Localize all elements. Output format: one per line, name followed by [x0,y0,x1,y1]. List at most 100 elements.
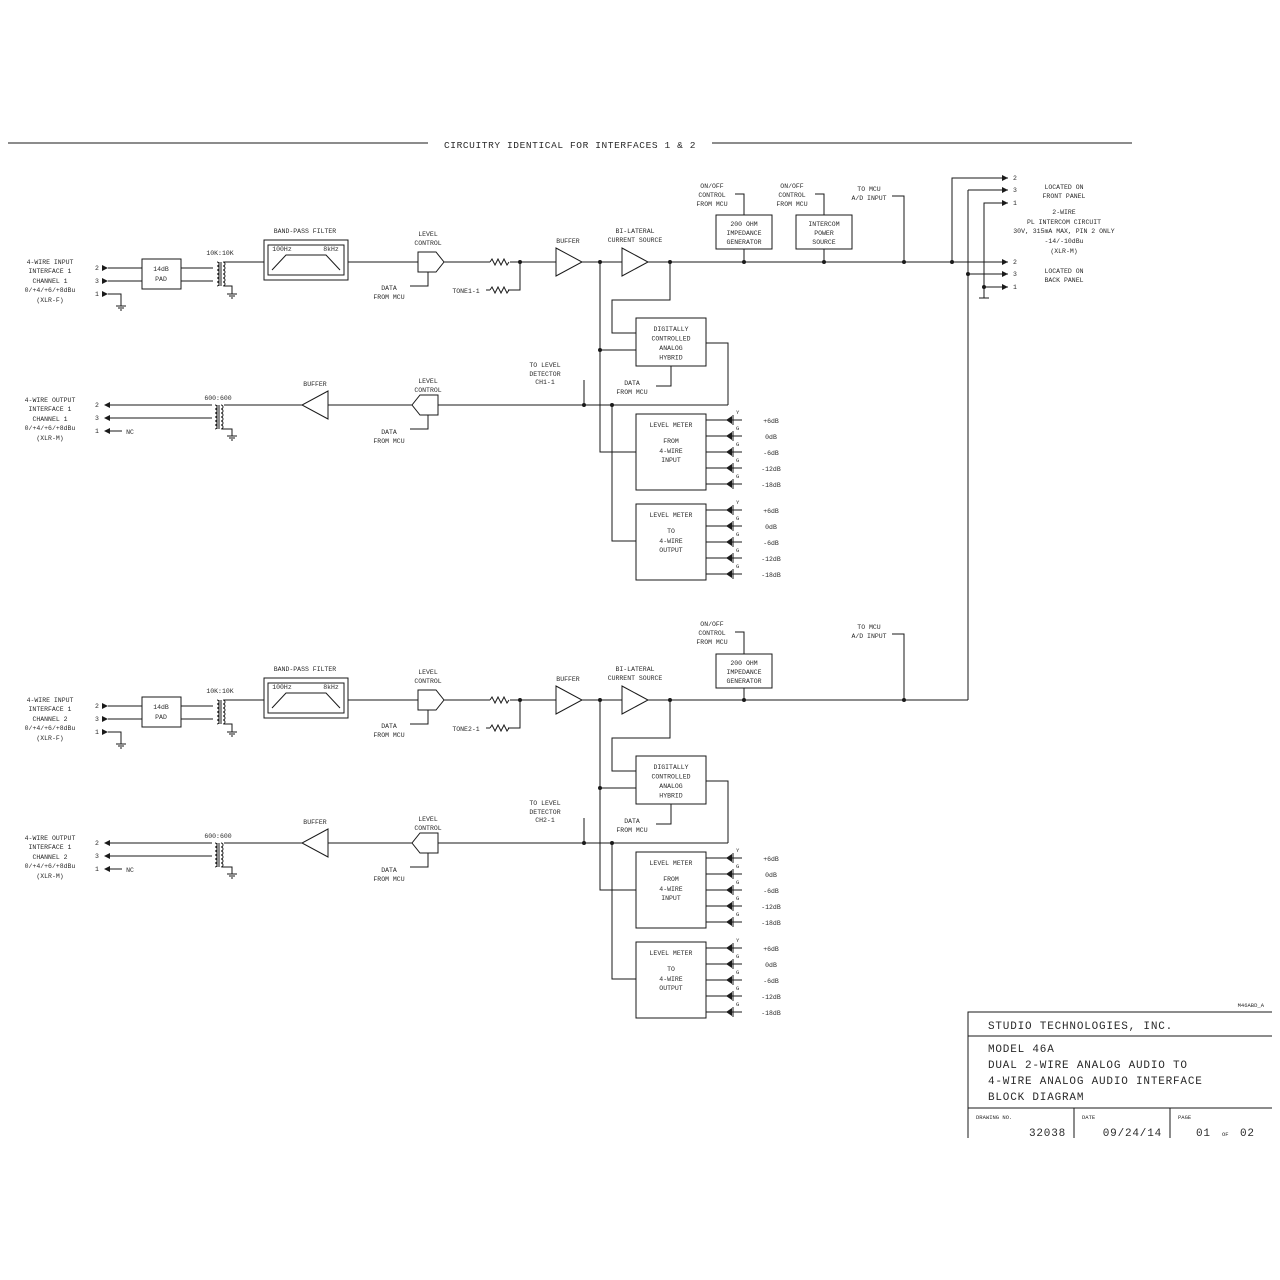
label: FROM [663,876,679,883]
led-color: G [736,1001,739,1008]
wire [224,261,264,294]
led-level: +6dB [763,856,779,863]
wire [599,262,636,453]
label: DIGITALLY [653,764,688,771]
buffer-in: BUFFER [555,676,584,715]
label: CONTROLLED [651,336,690,343]
label: DATA [381,867,397,874]
svg-text:INTERCOM: INTERCOM [808,221,839,228]
label: (XLR-M) [36,435,63,442]
svg-text:FROM MCU: FROM MCU [776,201,807,208]
date-label: DATE [1082,1114,1096,1121]
label: CHANNEL 2 [32,854,67,861]
led-icon [726,992,732,1000]
page-label: PAGE [1178,1114,1192,1121]
label: 3 [95,716,99,723]
label: LEVEL [418,669,438,676]
led-icon [726,464,732,472]
impedance-generator-2: 200 OHM IMPEDANCE GENERATOR [715,653,773,702]
led-color: G [736,969,739,976]
led-level: +6dB [763,946,779,953]
label: DETECTOR [529,371,560,378]
wire [410,415,429,430]
wire [611,700,671,772]
pin-arrow [102,729,108,735]
svg-text:30V, 315mA MAX, PIN 2 ONLY: 30V, 315mA MAX, PIN 2 ONLY [1013,228,1115,235]
wire [216,843,220,867]
label: DATA [381,285,397,292]
transformer [216,699,226,725]
label: OUTPUT [659,985,683,992]
junction-dot [610,403,614,407]
label: DATA [381,723,397,730]
label: BAND-PASS FILTER [274,228,337,235]
pin-arrow [104,428,110,434]
label: 4-WIRE INPUT [27,259,74,266]
label: INPUT [661,457,681,464]
label: CONTROL [414,678,441,685]
label: 1 [95,729,99,736]
label: TO LEVEL [529,362,560,369]
label: BUFFER [303,381,327,388]
wire [181,705,213,720]
wire [508,700,521,729]
transformer-coil [214,842,218,868]
label: LEVEL METER [650,512,693,519]
led-color: Y [736,499,740,506]
label: LEVEL [418,816,438,823]
wire [108,842,233,874]
led-icon [726,432,732,440]
label: FROM [663,438,679,445]
label: 8kHz [323,684,339,691]
level-meter-output: LEVEL METERTO4-WIREOUTPUTY+6dBG0dBG-6dBG… [635,499,781,581]
svg-text:-14/-10dBu: -14/-10dBu [1044,238,1083,245]
label: FROM MCU [373,732,404,739]
label: CURRENT SOURCE [608,237,663,244]
label: (XLR-F) [36,297,63,304]
two-wire-bus [670,177,1008,701]
label: (XLR-M) [36,873,63,880]
led-level: 0dB [765,872,777,879]
led-level: 0dB [765,524,777,531]
wire [656,804,672,825]
description-line-3: BLOCK DIAGRAM [988,1092,1084,1104]
svg-text:FROM MCU: FROM MCU [696,639,727,646]
wire [410,710,429,725]
label: CHANNEL 1 [32,278,67,285]
bandpass-curve [271,254,341,271]
pin-arrow [1002,187,1008,193]
svg-text:(XLR-M): (XLR-M) [1050,248,1077,255]
level-control-shape [417,689,445,711]
svg-text:FROM MCU: FROM MCU [696,201,727,208]
label: 4-WIRE OUTPUT [25,397,76,404]
nc-label: NC [126,429,134,436]
label: 4-WIRE INPUT [27,697,74,704]
wire [584,404,636,542]
label: CONTROL [414,387,441,394]
svg-text:TO MCU: TO MCU [857,624,881,631]
label: DATA [381,429,397,436]
wire [656,366,672,387]
pad-box [141,696,182,728]
pin-arrow [102,278,108,284]
drawing-no: 32038 [1029,1128,1066,1140]
label: CHANNEL 1 [32,416,67,423]
svg-text:PL INTERCOM CIRCUIT: PL INTERCOM CIRCUIT [1027,219,1101,226]
input-pins: 231 [95,265,108,298]
pin-arrow [102,703,108,709]
drawing-code: M46ABD_A [1238,1002,1265,1009]
label: PAD [155,714,167,721]
label: 4-WIRE OUTPUT [25,835,76,842]
label: DATA [624,380,640,387]
level-meter-input: LEVEL METERFROM4-WIREINPUTY+6dBG0dBG-6dB… [635,409,781,491]
resistor [489,285,510,295]
led-level: -12dB [761,556,781,563]
led-color: G [736,531,739,538]
wire [108,267,142,306]
wire [218,700,222,724]
resistor [489,723,510,733]
transformer [214,404,224,430]
